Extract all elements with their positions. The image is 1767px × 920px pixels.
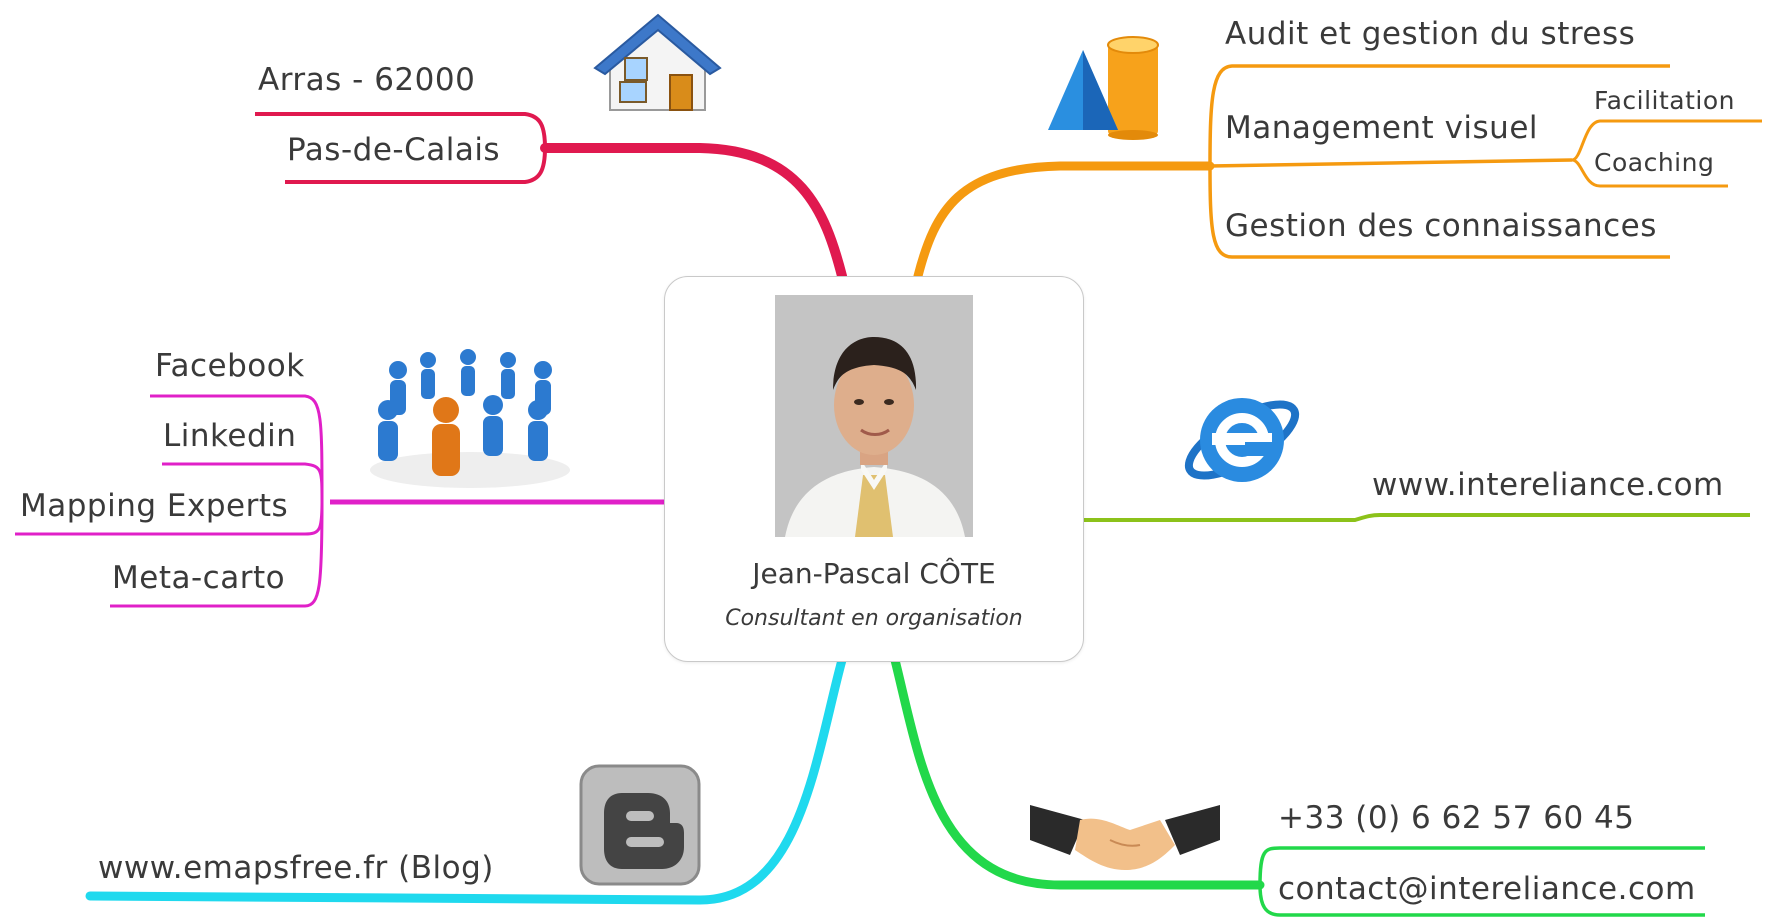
connector-location [255, 112, 547, 149]
house-icon [593, 13, 722, 111]
branch-contact [890, 655, 1265, 890]
people-network-icon [370, 349, 570, 488]
network-item-linkedin[interactable]: Linkedin [163, 418, 297, 454]
branch-blog [85, 655, 847, 905]
location-item-city: Arras - 62000 [258, 62, 476, 98]
network-item-meta-carto[interactable]: Meta-carto [112, 560, 286, 596]
handshake-icon [1030, 805, 1220, 870]
portrait-illustration [775, 295, 973, 537]
branch-services [913, 161, 1215, 281]
location-item-region: Pas-de-Calais [287, 132, 501, 168]
contact-phone: +33 (0) 6 62 57 60 45 [1278, 800, 1635, 836]
branch-location [540, 143, 847, 281]
website-link[interactable]: www.intereliance.com [1372, 467, 1724, 503]
service-subitem-facilitation: Facilitation [1594, 86, 1735, 115]
service-item-visual-management: Management visuel [1225, 110, 1539, 146]
service-item-knowledge: Gestion des connaissances [1225, 208, 1657, 244]
branch-website [1082, 513, 1750, 522]
network-item-mapping-experts[interactable]: Mapping Experts [20, 488, 289, 524]
network-item-facebook[interactable]: Facebook [155, 348, 305, 384]
portrait-photo [775, 295, 973, 537]
shapes-icon [1048, 36, 1159, 140]
contact-email[interactable]: contact@intereliance.com [1278, 871, 1696, 907]
internet-explorer-icon [1184, 398, 1300, 482]
blog-link[interactable]: www.emapsfree.fr (Blog) [98, 850, 494, 886]
center-name: Jean-Pascal CÔTE [752, 557, 996, 590]
service-subitem-coaching: Coaching [1594, 148, 1715, 177]
center-card: Jean-Pascal CÔTE Consultant en organisat… [664, 276, 1084, 662]
service-item-stress: Audit et gestion du stress [1225, 16, 1636, 52]
center-role: Consultant en organisation [725, 606, 1023, 631]
blogger-icon [579, 764, 701, 886]
